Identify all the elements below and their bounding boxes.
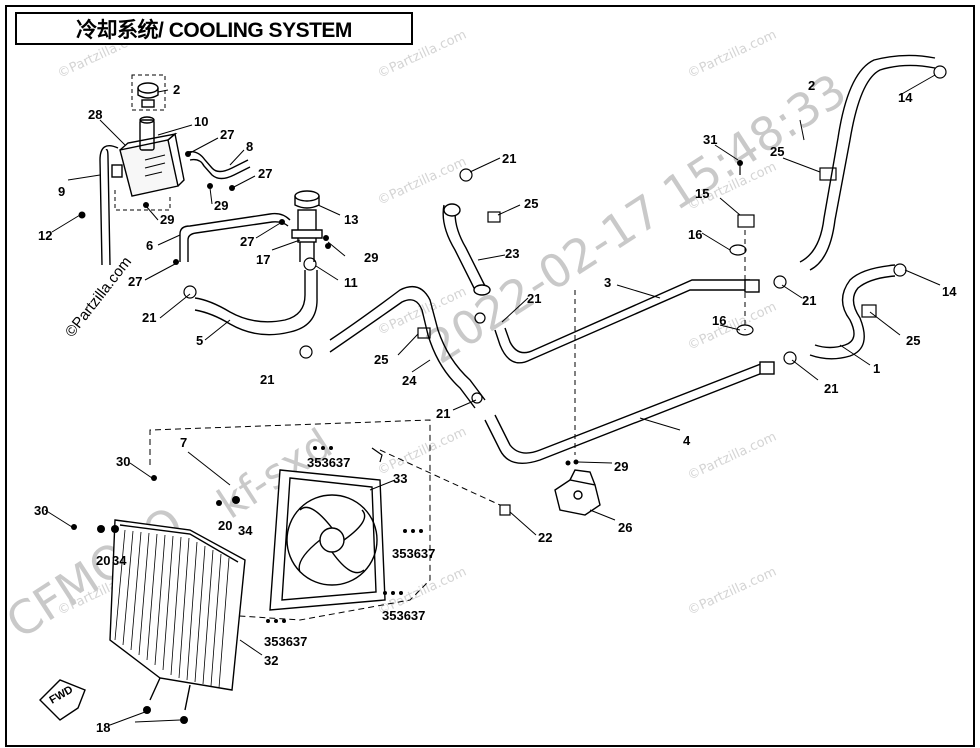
- hose-1: [809, 264, 896, 360]
- hardware-dots: [71, 151, 743, 724]
- watermark-logo: ©Partzilla.com: [685, 299, 779, 353]
- leader-lines: [44, 74, 941, 726]
- callout-label: 21: [527, 291, 541, 306]
- callout-label: 25: [906, 333, 920, 348]
- hose-8: [187, 150, 251, 180]
- callout-label: 353637: [264, 634, 307, 649]
- callout-label: 5: [196, 333, 203, 348]
- callout-label: 31: [703, 132, 717, 147]
- callout-label: 29: [614, 459, 628, 474]
- callout-label: 25: [770, 144, 784, 159]
- callout-label: 23: [505, 246, 519, 261]
- callout-label: 12: [38, 228, 52, 243]
- fwd-arrow: [39, 679, 86, 721]
- callout-label: 24: [402, 373, 417, 388]
- callout-label: 16: [688, 227, 702, 242]
- callout-label: 14: [898, 90, 913, 105]
- callout-label: 21: [502, 151, 516, 166]
- callout-label: 18: [96, 720, 110, 735]
- callout-label: 21: [260, 372, 274, 387]
- watermark-logo: ©Partzilla.com: [375, 154, 469, 208]
- bracket-26: [554, 469, 601, 516]
- watermark-date: 2022-02-17 15:48:33: [417, 63, 856, 374]
- callout-label: 32: [264, 653, 278, 668]
- callout-label: 30: [34, 503, 48, 518]
- callout-label: 3: [604, 275, 611, 290]
- callout-label: 21: [436, 406, 450, 421]
- parts-art: [39, 54, 947, 721]
- filler-neck: [291, 190, 323, 262]
- callout-label: 25: [374, 352, 388, 367]
- watermark-logo: ©Partzilla.com: [685, 429, 779, 483]
- callout-label: 15: [695, 186, 709, 201]
- callout-label: 8: [246, 139, 253, 154]
- callout-label: 29: [160, 212, 174, 227]
- callout-label: 27: [220, 127, 234, 142]
- callout-label: 20: [96, 553, 110, 568]
- hose-24: [329, 286, 486, 409]
- callout-label: 34: [112, 553, 127, 568]
- callout-label: 353637: [382, 608, 425, 623]
- callout-label: 21: [142, 310, 156, 325]
- pipe-3: [494, 279, 750, 364]
- page-title: 冷却系统/ COOLING SYSTEM: [15, 12, 413, 45]
- callout-label: 353637: [392, 546, 435, 561]
- callout-label: 28: [88, 107, 102, 122]
- callout-label: 20: [218, 518, 232, 533]
- callout-label: 33: [393, 471, 407, 486]
- callout-label: 6: [146, 238, 153, 253]
- callout-label: 17: [256, 252, 270, 267]
- callout-label: 29: [214, 198, 228, 213]
- diagram-border: [5, 5, 975, 747]
- callout-label: 14: [942, 284, 957, 299]
- callout-label: 25: [524, 196, 538, 211]
- pipe-4: [484, 361, 771, 464]
- callout-label: 1: [873, 361, 880, 376]
- callout-label: 2: [173, 82, 180, 97]
- callout-label: 11: [344, 275, 358, 290]
- callout-label: 353637: [307, 455, 350, 470]
- hose-2: [799, 54, 936, 271]
- callout-label: 27: [240, 234, 254, 249]
- callout-label: 13: [344, 212, 358, 227]
- hose-6: [179, 212, 291, 262]
- callout-label: 21: [824, 381, 838, 396]
- watermark-logo: ©Partzilla.com: [685, 564, 779, 618]
- callout-label: 7: [180, 435, 187, 450]
- callout-label: 30: [116, 454, 130, 469]
- watermark-logo: ©Partzilla.com: [685, 27, 779, 81]
- callout-label: 9: [58, 184, 65, 199]
- callout-label: 4: [683, 433, 691, 448]
- callout-label: 26: [618, 520, 632, 535]
- fan-shroud-33: [269, 469, 386, 611]
- radiator-32: [109, 519, 246, 711]
- callout-label: 2: [808, 78, 815, 93]
- hose-5: [194, 270, 318, 336]
- callout-label: 21: [802, 293, 816, 308]
- callout-label: 27: [258, 166, 272, 181]
- hose-23: [442, 204, 487, 291]
- callout-label: 34: [238, 523, 253, 538]
- callout-label: 10: [194, 114, 208, 129]
- watermark-logo: ©Partzilla.com: [375, 424, 469, 478]
- hose-9: [99, 145, 119, 266]
- callout-label: 22: [538, 530, 552, 545]
- callout-label: 16: [712, 313, 726, 328]
- callout-label: 29: [364, 250, 378, 265]
- reservoir-tank: [111, 74, 185, 211]
- callout-label: 27: [128, 274, 142, 289]
